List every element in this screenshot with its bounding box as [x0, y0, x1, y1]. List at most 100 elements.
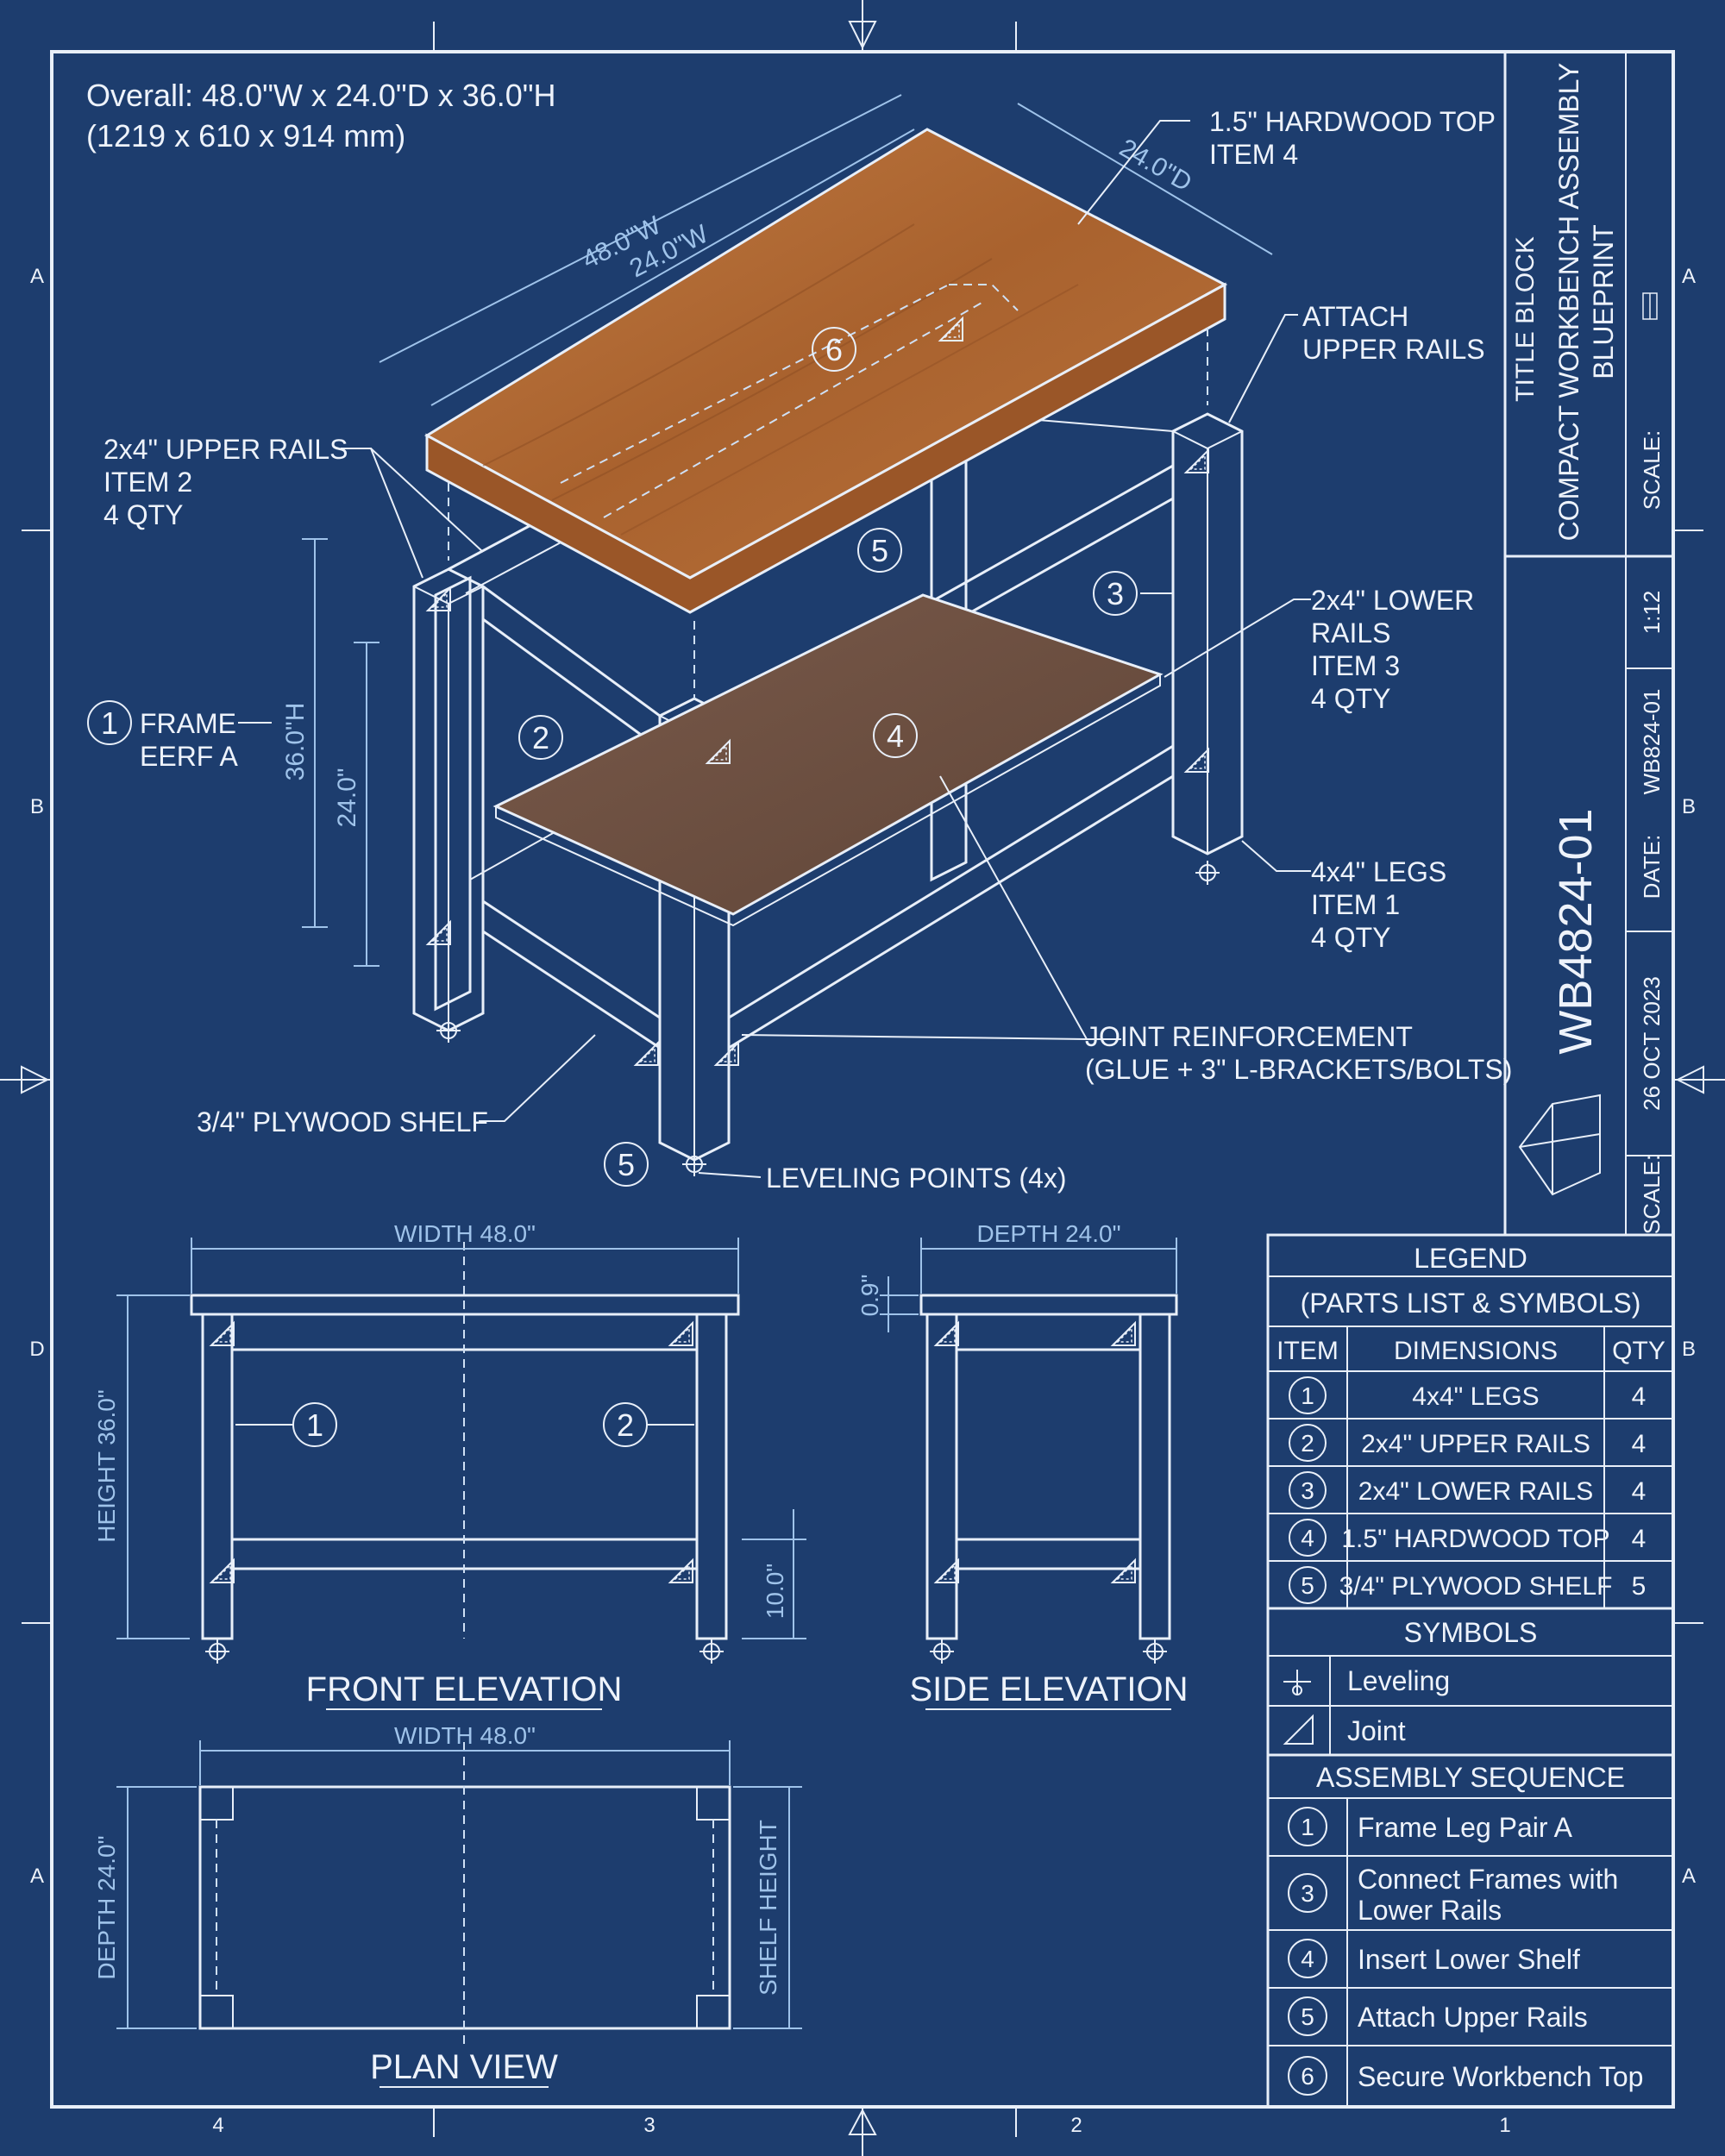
- zone-bottom-3: 2: [1070, 2114, 1082, 2137]
- legend-title: LEGEND: [1414, 1243, 1527, 1274]
- joint-icon: [669, 1322, 693, 1346]
- zone-bottom-4: 1: [1499, 2114, 1510, 2137]
- callout-lower-rails-1: 2x4" LOWER: [1311, 585, 1474, 616]
- callout-legs-1: 4x4" LEGS: [1311, 856, 1446, 887]
- legend-item-dimension: 2x4" UPPER RAILS: [1361, 1430, 1590, 1458]
- joint-icon: [1112, 1559, 1136, 1583]
- symbols-title: SYMBOLS: [1404, 1617, 1538, 1648]
- joint-icon: [210, 1322, 235, 1346]
- leveling-icon: [929, 1639, 955, 1664]
- symbol-leveling-label: Leveling: [1347, 1665, 1450, 1696]
- scale-label-top: SCALE:: [1639, 430, 1665, 511]
- side-thickness-dim: 0.9": [856, 1275, 883, 1317]
- front-balloon-1: 1: [306, 1407, 323, 1443]
- front-height-dim: HEIGHT 36.0": [93, 1389, 120, 1543]
- zone-left-2: B: [30, 795, 44, 818]
- iso-shelf-height: 24.0": [333, 768, 361, 827]
- sequence-step: 5 Attach Upper Rails: [1288, 1996, 1588, 2036]
- plan-depth-dim: DEPTH 24.0": [93, 1835, 120, 1979]
- callout-legs-3: 4 QTY: [1311, 922, 1390, 953]
- callout-frame-1: FRAME: [140, 708, 236, 739]
- joint-icon: [935, 1559, 959, 1583]
- joint-icon: [1283, 1714, 1314, 1745]
- legend-item-number: 2: [1301, 1430, 1314, 1457]
- border-zone-labels: A B D A A B B A 4 3 2 1: [29, 265, 1696, 2137]
- zone-right-4: A: [1682, 1865, 1696, 1888]
- legend-row: 3 2x4" LOWER RAILS 4: [1289, 1471, 1647, 1509]
- legend-item-qty: 4: [1632, 1382, 1647, 1411]
- callout-upper-rails-3: 4 QTY: [104, 499, 183, 530]
- callout-top-2: ITEM 4: [1209, 139, 1298, 170]
- joint-icon: [427, 921, 451, 945]
- balloon-5: 5: [871, 533, 888, 568]
- front-elevation: WIDTH 48.0" HEIGHT 36.0" 10.0" 1 2 FRONT…: [93, 1220, 806, 1710]
- callout-upper-rails-2: ITEM 2: [104, 467, 192, 498]
- date-label: DATE:: [1639, 835, 1665, 899]
- front-width-dim: WIDTH 48.0": [394, 1220, 536, 1247]
- callout-lower-rails-4: 4 QTY: [1311, 683, 1390, 714]
- legend-item-qty: 4: [1632, 1430, 1647, 1458]
- sequence-step-text: Insert Lower Shelf: [1358, 1944, 1580, 1975]
- callout-legs-2: ITEM 1: [1311, 889, 1400, 920]
- legend-row: 2 2x4" UPPER RAILS 4: [1289, 1424, 1647, 1462]
- sequence-step-number: 4: [1301, 1946, 1314, 1972]
- balloon-5-leveling: 5: [618, 1147, 635, 1182]
- zone-right-2: B: [1682, 795, 1696, 818]
- front-balloon-2: 2: [617, 1407, 634, 1443]
- callout-attach-1: ATTACH: [1302, 301, 1408, 332]
- sequence-step: 3 Connect Frames with Lower Rails: [1288, 1864, 1618, 1926]
- zone-right-1: A: [1682, 265, 1696, 288]
- sequence-step-text: Lower Rails: [1358, 1895, 1502, 1926]
- legend-item-qty: 4: [1632, 1477, 1647, 1506]
- legend-header-qty: QTY: [1612, 1337, 1665, 1365]
- callout-lower-rails-2: RAILS: [1311, 617, 1390, 649]
- date-big: 26 OCT 2023: [1639, 976, 1665, 1111]
- overall-dimensions-note: Overall: 48.0"W x 24.0"D x 36.0"H (1219 …: [86, 78, 556, 154]
- legend-row: 1 4x4" LEGS 4: [1289, 1376, 1647, 1414]
- legend-item-number: 5: [1301, 1572, 1314, 1599]
- iso-balloons: 6 5 3 2 4 1 5: [87, 327, 1138, 1187]
- callout-shelf: 3/4" PLYWOOD SHELF: [197, 1106, 488, 1138]
- projection-symbol-icon: [1518, 1094, 1601, 1196]
- side-elevation-title: SIDE ELEVATION: [909, 1670, 1188, 1708]
- sequence-step: 6 Secure Workbench Top: [1288, 2056, 1643, 2096]
- leveling-icon: [1195, 860, 1220, 886]
- zone-left-1: A: [30, 265, 44, 288]
- plan-width-dim: WIDTH 48.0": [394, 1722, 536, 1749]
- callout-top-1: 1.5" HARDWOOD TOP: [1209, 106, 1496, 137]
- legend-item-number: 1: [1301, 1382, 1314, 1409]
- leveling-icon: [699, 1639, 724, 1664]
- legend-item-number: 4: [1301, 1525, 1314, 1551]
- date-value-code: WB824-01: [1639, 689, 1665, 795]
- legend-item-dimension: 1.5" HARDWOOD TOP: [1341, 1525, 1609, 1553]
- legend-item-qty: 5: [1632, 1572, 1647, 1601]
- iso-height: 36.0"H: [281, 703, 310, 781]
- legend-item-dimension: 3/4" PLYWOOD SHELF: [1339, 1572, 1613, 1601]
- legend-header-item: ITEM: [1276, 1337, 1339, 1365]
- drawing-number: WB4824-01: [1550, 808, 1602, 1054]
- joint-icon: [1185, 749, 1209, 773]
- callout-joint-1: JOINT REINFORCEMENT: [1085, 1021, 1413, 1052]
- plywood-shelf: [492, 593, 1164, 916]
- zone-right-3: B: [1682, 1338, 1696, 1361]
- leveling-icon: [1283, 1670, 1311, 1695]
- joint-icon: [715, 1042, 739, 1066]
- joint-icon: [669, 1559, 693, 1583]
- iso-dimension-lines: [302, 94, 1273, 967]
- side-depth-dim: DEPTH 24.0": [976, 1220, 1120, 1247]
- plan-view: WIDTH 48.0" DEPTH 24.0" SHELF HEIGHT PLA…: [93, 1722, 802, 2088]
- hardwood-top: [423, 128, 1228, 699]
- zone-left-4: A: [30, 1865, 44, 1888]
- title-block: TITLE BLOCK COMPACT WORKBENCH ASSEMBLY B…: [1503, 50, 1675, 1237]
- side-elevation: DEPTH 24.0" 0.9" SIDE ELEVATION: [856, 1220, 1189, 1710]
- legend-item-dimension: 4x4" LEGS: [1412, 1382, 1539, 1411]
- sequence-step: 4 Insert Lower Shelf: [1288, 1939, 1580, 1978]
- scale-label-bottom: SCALE:: [1639, 1155, 1665, 1235]
- joint-icon: [210, 1559, 235, 1583]
- drawing-title-2: BLUEPRINT: [1588, 224, 1619, 379]
- overall-line-2: (1219 x 610 x 914 mm): [86, 118, 405, 154]
- balloon-1: 1: [101, 705, 118, 741]
- zone-left-3: D: [29, 1338, 44, 1361]
- legend-table: LEGEND (PARTS LIST & SYMBOLS) ITEM DIMEN…: [1266, 1233, 1675, 2109]
